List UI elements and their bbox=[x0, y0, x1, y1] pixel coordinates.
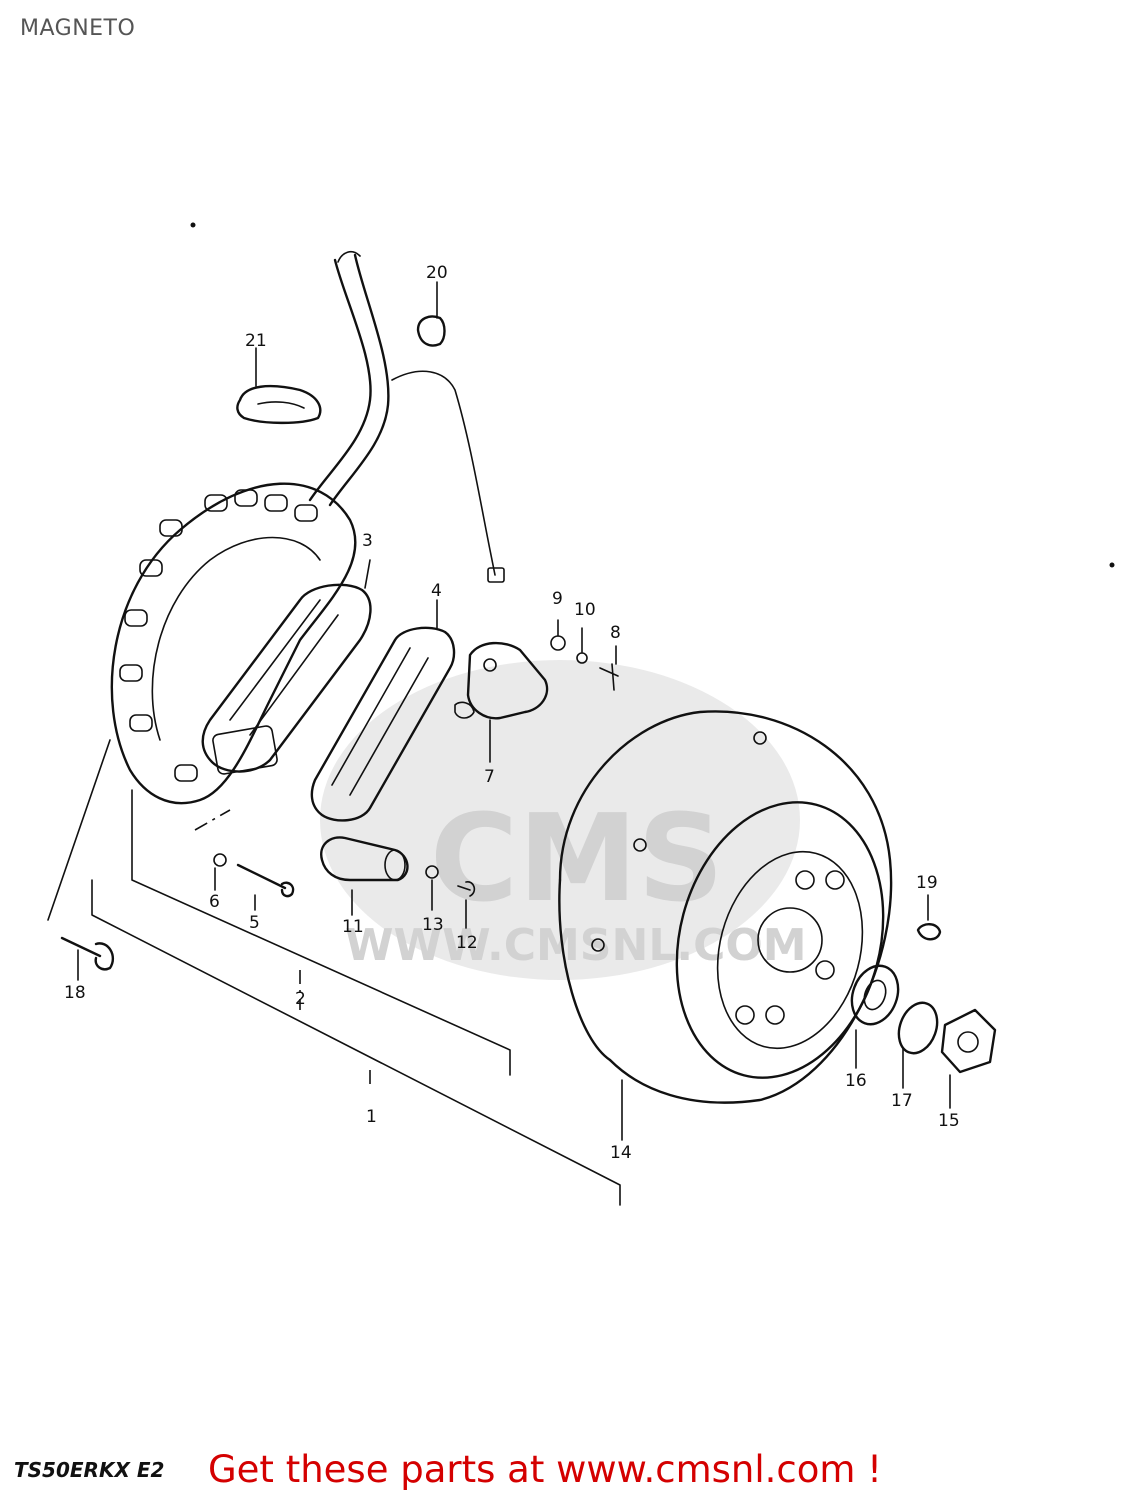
callout-3: 3 bbox=[362, 531, 373, 551]
watermark-brand: CMS bbox=[430, 790, 724, 929]
part-12-screw bbox=[457, 881, 476, 897]
wiring-harness bbox=[308, 258, 372, 502]
part-13-washer bbox=[425, 865, 439, 879]
part-4-coil bbox=[310, 626, 456, 822]
callout-8: 8 bbox=[610, 623, 621, 643]
part-21-grommet bbox=[236, 384, 322, 425]
part-20-cap bbox=[416, 315, 446, 347]
part-9-washer bbox=[550, 635, 566, 651]
part-18-bolt bbox=[60, 936, 115, 971]
callout-12: 12 bbox=[456, 933, 478, 953]
callout-19: 19 bbox=[916, 873, 938, 893]
part-5-screw bbox=[236, 863, 295, 898]
part-17-lock-washer bbox=[897, 1001, 939, 1055]
part-16-washer bbox=[850, 964, 900, 1026]
stator-base-plate bbox=[110, 482, 357, 805]
part-3-coil bbox=[201, 583, 372, 775]
part-6-washer bbox=[213, 853, 227, 867]
model-code: TS50ERKX E2 bbox=[14, 1458, 165, 1482]
cta-link[interactable]: Get these parts at www.cmsnl.com ! bbox=[208, 1448, 883, 1491]
part-7-contact-breaker bbox=[454, 641, 549, 720]
plate-slots bbox=[119, 489, 318, 782]
callout-5: 5 bbox=[249, 913, 260, 933]
callout-2: 2 bbox=[295, 989, 306, 1009]
callout-17: 17 bbox=[891, 1091, 913, 1111]
part-10-washer bbox=[576, 652, 588, 664]
callout-11: 11 bbox=[342, 917, 364, 937]
callout-20: 20 bbox=[426, 263, 448, 283]
callout-labels: 1 2 3 4 5 6 7 8 9 10 11 12 13 14 15 16 1… bbox=[64, 263, 960, 1163]
callout-9: 9 bbox=[552, 589, 563, 609]
page-title: MAGNETO bbox=[20, 16, 136, 41]
callout-21: 21 bbox=[245, 331, 267, 351]
callout-14: 14 bbox=[610, 1143, 632, 1163]
callout-6: 6 bbox=[209, 892, 220, 912]
callout-18: 18 bbox=[64, 983, 86, 1003]
part-8-screw bbox=[599, 663, 619, 691]
callout-1: 1 bbox=[366, 1107, 377, 1127]
leader-lines bbox=[47, 281, 951, 1206]
callout-16: 16 bbox=[845, 1071, 867, 1091]
callout-10: 10 bbox=[574, 600, 596, 620]
callout-7: 7 bbox=[484, 767, 495, 787]
part-11-condenser bbox=[320, 836, 409, 882]
part-19-key bbox=[916, 923, 942, 941]
watermark-url: WWW.CMSNL.COM bbox=[345, 920, 807, 971]
ground-wire bbox=[391, 370, 496, 576]
part-15-nut bbox=[940, 1008, 997, 1074]
callout-15: 15 bbox=[938, 1111, 960, 1131]
callout-13: 13 bbox=[422, 915, 444, 935]
cms-watermark: CMS WWW.CMSNL.COM bbox=[320, 660, 807, 980]
callout-4: 4 bbox=[431, 581, 442, 601]
